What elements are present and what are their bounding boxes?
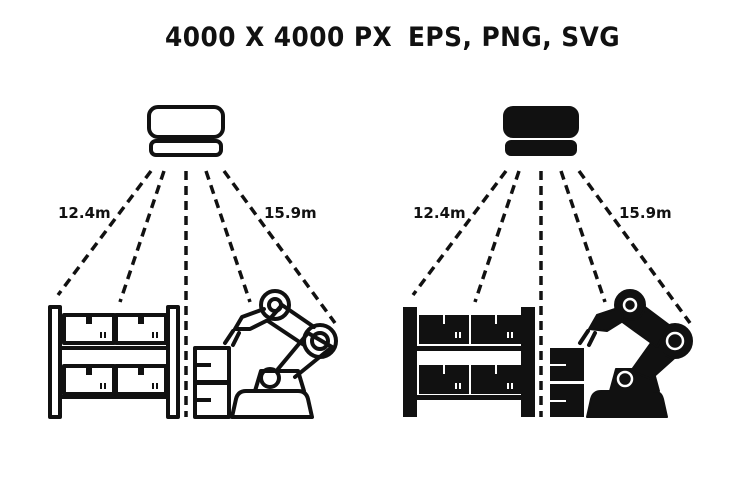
box-marks [86, 315, 158, 389]
size-label: 4000 X 4000 PX [165, 22, 393, 53]
right-distance-label: 15.9m [619, 204, 672, 222]
stacked-boxes-icon [193, 346, 231, 419]
stacked-boxes-icon [550, 348, 584, 417]
joint-highlights [616, 297, 685, 388]
left-distance-label: 12.4m [58, 204, 111, 222]
warehouse-shelf-icon [48, 305, 180, 419]
box-seams [550, 364, 566, 402]
robot-arm-icon [223, 289, 338, 419]
warehouse-shelf-icon [403, 307, 535, 417]
ceiling-scanner-icon [503, 106, 579, 156]
scan-beams [411, 169, 692, 417]
box-marks [443, 315, 513, 389]
gripper [578, 329, 597, 347]
left-distance-label: 12.4m [413, 204, 466, 222]
ceiling-scanner-icon [147, 105, 225, 157]
outline-warehouse-icon: 12.4m 15.9m [48, 105, 338, 419]
robot-arm-icon [586, 289, 693, 418]
header: 4000 X 4000 PX EPS, PNG, SVG [0, 22, 750, 62]
right-distance-label: 15.9m [264, 204, 317, 222]
formats-label: EPS, PNG, SVG [408, 22, 621, 53]
scan-beams [56, 169, 337, 417]
solid-warehouse-icon: 12.4m 15.9m [403, 106, 693, 418]
